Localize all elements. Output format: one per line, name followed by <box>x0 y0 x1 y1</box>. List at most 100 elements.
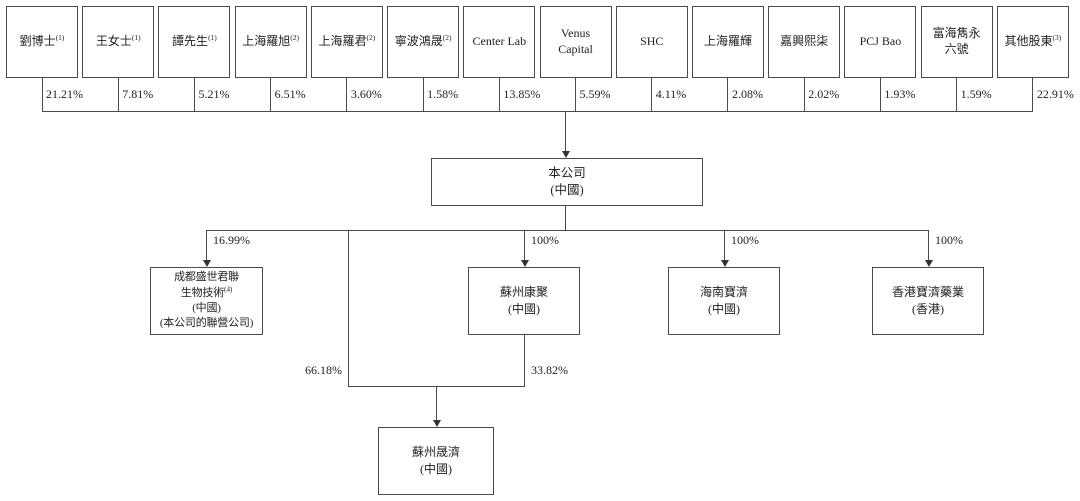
footnote-ref: (2) <box>442 33 452 43</box>
arrowhead-down-icon <box>925 260 933 267</box>
shareholder-name: 上海羅輝 <box>703 34 752 49</box>
shareholder-name: Venus Capital <box>558 26 593 56</box>
connector-line <box>41 78 43 112</box>
subsidiary-jurisdiction: (中國) <box>419 462 452 476</box>
connector-line <box>348 230 349 387</box>
ownership-pct: 7.81% <box>122 87 154 101</box>
ownership-pct: 6.51% <box>274 87 306 101</box>
shareholder-name: 上海羅君 <box>318 34 367 49</box>
ownership-pct: 13.85% <box>503 87 541 101</box>
connector-line <box>206 230 207 261</box>
shareholders-bus-line <box>42 111 1033 112</box>
ownership-connector: 7.81% <box>82 78 154 112</box>
shareholder-cell: 其他股東(3) 22.91% <box>996 6 1074 112</box>
shareholders-row: 劉博士(1) 21.21% 王女士(1) 7.81% 譚先生(1) 5.21% … <box>6 6 1074 112</box>
ownership-pct: 1.93% <box>884 87 916 101</box>
arrowhead-down-icon <box>562 151 570 158</box>
shareholder-name: 王女士 <box>95 34 132 49</box>
shareholder-box: Venus Capital <box>539 6 612 78</box>
ownership-pct: 1.58% <box>427 87 459 101</box>
subsidiary-name: 香港寶濟藥業 <box>891 284 964 299</box>
subsidiary-box-shengji: 蘇州晟濟 (中國) <box>378 427 494 495</box>
shareholder-name: 劉博士 <box>19 34 56 49</box>
shareholder-box: 其他股東(3) <box>996 6 1069 78</box>
ownership-pct: 66.18% <box>305 363 342 377</box>
company-jurisdiction: (中國) <box>550 183 584 197</box>
connector-line <box>422 78 424 112</box>
shareholder-box: 上海羅旭(2) <box>234 6 307 78</box>
shareholder-cell: 富海雋永 六號 1.59% <box>920 6 993 112</box>
shareholder-box: 富海雋永 六號 <box>920 6 993 78</box>
shareholder-cell: PCJ Bao 1.93% <box>844 6 917 112</box>
shareholder-name: 上海羅旭 <box>242 34 291 49</box>
ownership-pct: 5.21% <box>198 87 230 101</box>
shareholder-cell: 劉博士(1) 21.21% <box>6 6 83 112</box>
shareholder-cell: SHC 4.11% <box>615 6 688 112</box>
shareholder-box: 譚先生(1) <box>158 6 231 78</box>
subsidiary-box-hongkong: 香港寶濟藥業 (香港) <box>872 267 984 335</box>
shareholder-box: 上海羅輝 <box>691 6 764 78</box>
arrowhead-down-icon <box>433 420 441 427</box>
shareholder-name: 其他股東 <box>1004 34 1053 49</box>
subsidiary-box-chengdu: 成都盛世君聯 生物技術(4) (中國) (本公司的聯營公司) <box>150 267 263 335</box>
connector-line <box>524 335 525 387</box>
connector-line <box>1032 78 1034 112</box>
footnote-ref: (3) <box>1052 33 1062 43</box>
connector-line <box>524 230 525 261</box>
subsidiary-name-line2: 生物技術(4) <box>180 283 233 299</box>
footnote-ref: (4) <box>224 283 233 293</box>
subsidiary-name: 蘇州晟濟 <box>411 444 460 459</box>
ownership-pct: 21.21% <box>46 87 83 101</box>
connector-line <box>956 78 958 112</box>
connector-line <box>724 230 725 261</box>
shareholder-box: 劉博士(1) <box>6 6 78 78</box>
connector-line <box>436 386 437 421</box>
shareholder-box: 王女士(1) <box>82 6 155 78</box>
footnote-ref: (1) <box>208 33 217 43</box>
ownership-pct: 1.59% <box>960 87 992 101</box>
footnote-ref: (1) <box>131 33 141 43</box>
ownership-pct: 33.82% <box>531 363 568 377</box>
ownership-connector: 22.91% <box>997 78 1074 112</box>
connector-line <box>565 111 566 152</box>
ownership-connector: 6.51% <box>235 78 307 112</box>
company-name: 本公司 <box>548 166 586 181</box>
ownership-connector: 2.08% <box>692 78 764 112</box>
subsidiary-name: 成都盛世君聯 <box>174 271 239 284</box>
ownership-pct: 100% <box>531 233 559 247</box>
ownership-connector: 1.59% <box>921 78 993 112</box>
shareholder-name: Center Lab <box>472 34 527 49</box>
subsidiary-name: 海南寶濟 <box>699 284 748 299</box>
footnote-ref: (1) <box>55 33 65 43</box>
ownership-connector: 4.11% <box>616 78 688 112</box>
shareholder-box: Center Lab <box>463 6 536 78</box>
ownership-pct: 3.60% <box>350 87 382 101</box>
subsidiary-jurisdiction: (中國) <box>507 302 540 316</box>
shareholder-cell: 嘉興熙柒 2.02% <box>768 6 841 112</box>
shareholder-name: SHC <box>640 34 664 49</box>
shareholder-cell: 上海羅旭(2) 6.51% <box>234 6 307 112</box>
connector-line <box>193 78 195 112</box>
ownership-connector: 1.93% <box>844 78 916 112</box>
company-box: 本公司 (中國) <box>431 158 703 206</box>
shareholder-name: PCJ Bao <box>859 34 902 49</box>
ownership-connector: 5.59% <box>540 78 612 112</box>
ownership-connector: 1.58% <box>387 78 459 112</box>
shareholder-box: 嘉興熙柒 <box>768 6 841 78</box>
shareholder-cell: Center Lab 13.85% <box>463 6 540 112</box>
ownership-connector: 13.85% <box>463 78 540 112</box>
shareholder-name: 寧波鴻晟 <box>394 34 443 49</box>
shareholder-box: PCJ Bao <box>844 6 917 78</box>
subsidiary-name: 蘇州康聚 <box>499 284 548 299</box>
subsidiary-jurisdiction: (中國) <box>192 302 221 314</box>
shareholder-box: 上海羅君(2) <box>310 6 383 78</box>
shareholder-cell: 王女士(1) 7.81% <box>82 6 155 112</box>
arrowhead-down-icon <box>721 260 729 267</box>
shareholder-cell: 上海羅輝 2.08% <box>691 6 764 112</box>
shareholder-name: 富海雋永 六號 <box>932 26 981 56</box>
connector-line <box>879 78 881 112</box>
shareholder-cell: 上海羅君(2) 3.60% <box>310 6 383 112</box>
connector-line <box>651 78 653 112</box>
connector-line <box>346 78 348 112</box>
